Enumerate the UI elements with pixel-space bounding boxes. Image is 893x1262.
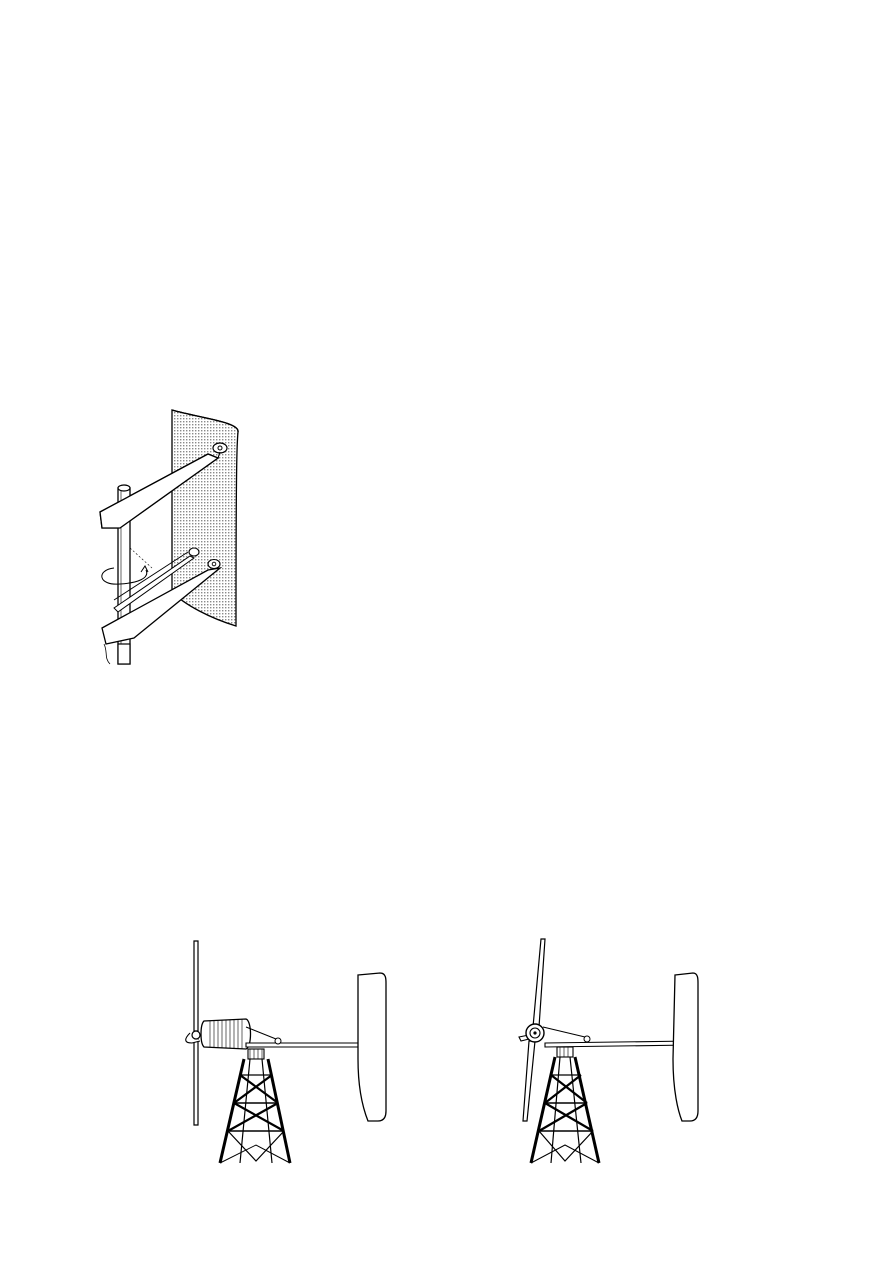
rotor-blade-bottom <box>522 1040 536 1122</box>
yaw-bearing <box>556 1046 574 1058</box>
blade-strut-mount-drawing <box>99 409 239 665</box>
turbine-front-figure <box>505 935 705 1165</box>
tail-boom <box>544 1040 692 1048</box>
rotor-blade-lower <box>193 1038 199 1126</box>
rotor-blade-upper <box>193 940 199 1032</box>
lattice-tower <box>218 1058 292 1164</box>
rotor-hub <box>191 1030 201 1040</box>
brace-rod <box>113 555 195 613</box>
lower-blade-mount-a <box>188 547 200 557</box>
turbine-side-figure <box>180 935 395 1165</box>
lower-strut-arm <box>101 566 223 645</box>
yaw-bearing <box>247 1048 265 1060</box>
lattice-tower <box>529 1056 601 1164</box>
blade-attachment-figure <box>90 400 250 672</box>
horizontal-axis-turbine-side-drawing <box>185 940 387 1164</box>
rotor-blade-top <box>532 938 546 1028</box>
tail-vane <box>357 972 387 1122</box>
rotation-arrow <box>101 567 148 585</box>
horizontal-axis-turbine-rotated-drawing <box>518 938 699 1164</box>
tail-vane <box>672 972 699 1122</box>
